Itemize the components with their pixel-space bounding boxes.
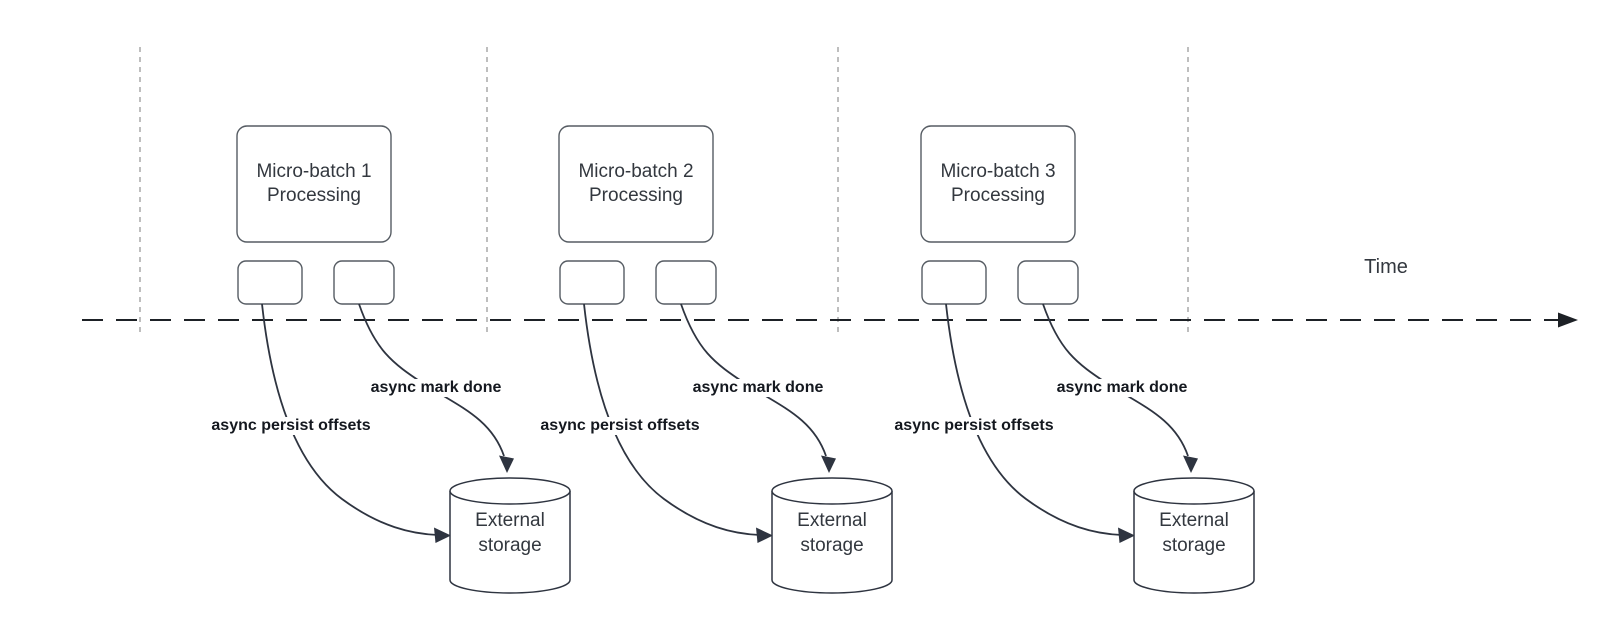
task-box-1-left <box>237 260 303 305</box>
task-box-2-right <box>655 260 717 305</box>
task-box-1-right <box>333 260 395 305</box>
persist-offsets-arrowhead-icon-3 <box>1118 527 1135 543</box>
mark-done-label-3: async mark done <box>1053 379 1191 397</box>
storage-cylinder-1 <box>449 477 571 594</box>
micro-batch-group-3 <box>920 125 1255 594</box>
storage-cylinder-label-2: External storage <box>797 510 867 556</box>
processing-box-1 <box>236 125 392 243</box>
storage-cylinder-label-1: External storage <box>475 510 545 556</box>
processing-box-title-3: Micro-batch 3 Processing <box>940 161 1056 206</box>
persist-offsets-arrowhead-icon-2 <box>756 527 773 543</box>
mark-done-arrowhead-icon-2 <box>821 455 836 473</box>
processing-box-2 <box>558 125 714 243</box>
processing-box-title-2: Micro-batch 2 Processing <box>578 161 694 206</box>
micro-batch-group-2 <box>558 125 893 594</box>
storage-cylinder-lip-1 <box>449 490 571 505</box>
persist-offsets-label-3: async persist offsets <box>891 417 1057 435</box>
storage-cylinder-lip-2 <box>771 490 893 505</box>
persist-offsets-edge-1 <box>261 303 439 536</box>
storage-cylinder-label-3: External storage <box>1159 510 1229 556</box>
task-box-2-left <box>559 260 625 305</box>
mark-done-label-2: async mark done <box>689 379 827 397</box>
persist-offsets-label-1: async persist offsets <box>208 417 374 435</box>
storage-cylinder-3 <box>1133 477 1255 594</box>
persist-offsets-arrowhead-icon-1 <box>434 527 451 543</box>
storage-cylinder-lip-3 <box>1133 490 1255 505</box>
time-axis-label: Time <box>1364 256 1408 278</box>
persist-offsets-label-2: async persist offsets <box>537 417 703 435</box>
persist-offsets-edge-2 <box>583 303 761 536</box>
micro-batch-group-1 <box>236 125 571 594</box>
time-axis-arrowhead-icon <box>1558 312 1578 328</box>
task-box-3-right <box>1017 260 1079 305</box>
persist-offsets-edge-3 <box>945 303 1123 536</box>
storage-cylinder-2 <box>771 477 893 594</box>
mark-done-arrowhead-icon-3 <box>1183 455 1198 473</box>
processing-box-3 <box>920 125 1076 243</box>
processing-box-title-1: Micro-batch 1 Processing <box>256 161 372 206</box>
mark-done-label-1: async mark done <box>367 379 505 397</box>
task-box-3-left <box>921 260 987 305</box>
mark-done-arrowhead-icon-1 <box>499 455 514 473</box>
